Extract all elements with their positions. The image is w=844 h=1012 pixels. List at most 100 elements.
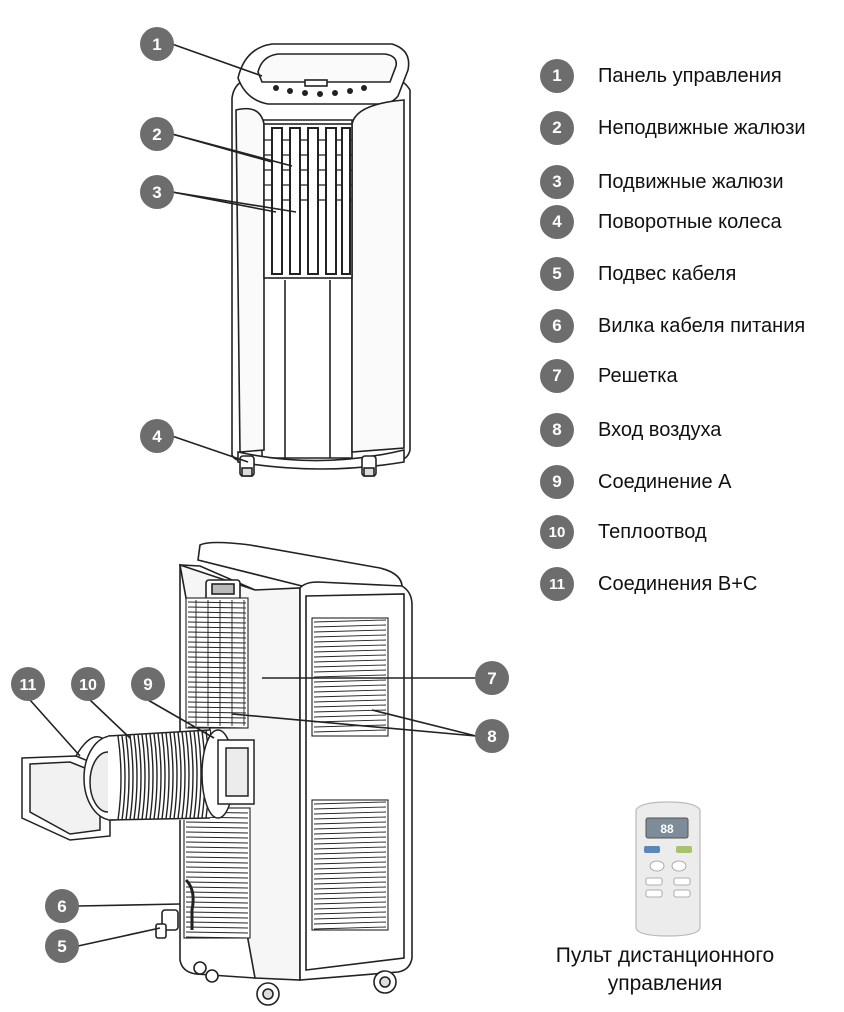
grille-line [313,644,387,648]
grille-line [187,706,247,709]
grille-line [313,906,387,910]
grille-line [187,611,247,614]
legend-item-10: 10 Теплоотвод [540,514,707,550]
badge-9: 9 [131,667,165,701]
grille-line [187,626,247,629]
grille-line [313,851,387,855]
grille-line [187,601,247,604]
grille-line [187,696,247,699]
grille-line [185,851,249,854]
legend-badge: 3 [540,165,574,199]
grille-line [313,911,387,915]
grille-line [187,651,247,654]
grille-line [313,801,387,805]
legend-label: Соединения В+С [598,572,758,595]
grille-line [185,906,249,909]
legend-badge: 4 [540,205,574,239]
badge-5: 5 [45,929,79,963]
grille-line [313,699,387,703]
grille-line [313,724,387,728]
grille-line [313,684,387,688]
legend-item-3: 3 Подвижные жалюзи [540,164,784,200]
grille-line [313,836,387,840]
grille-line [185,826,249,829]
grille-line [187,631,247,634]
grille-line [185,911,249,914]
grille-line [185,886,249,889]
grille-line [313,821,387,825]
hose-rib [125,735,130,820]
legend-badge: 8 [540,413,574,447]
grille-line [313,674,387,678]
legend-item-7: 7 Решетка [540,358,678,394]
grille-line [313,634,387,638]
grille-line [313,856,387,860]
badge-3: 3 [140,175,174,209]
badge-10: 10 [71,667,105,701]
badge-4: 4 [140,419,174,453]
hose-rib [165,732,170,820]
legend-item-5: 5 Подвес кабеля [540,256,736,292]
legend-badge: 11 [540,567,574,601]
legend-badge: 5 [540,257,574,291]
grille-line [313,921,387,925]
grille-line [313,866,387,870]
legend-item-4: 4 Поворотные колеса [540,204,782,240]
badge-3-text: 3 [152,183,161,202]
grille-line [313,714,387,718]
grille-line [313,811,387,815]
grille-line [185,866,249,869]
grille-line [187,701,247,704]
grille-line [187,686,247,689]
grille-line [313,664,387,668]
badge-8-text: 8 [487,727,496,746]
grille-line [313,669,387,673]
legend-item-1: 1 Панель управления [540,58,782,94]
grille-line [185,831,249,834]
grille-line [313,846,387,850]
legend-badge: 7 [540,359,574,393]
grille-line [185,871,249,874]
grille-line [313,619,387,623]
legend-label: Поворотные колеса [598,210,782,233]
back-view-unit [155,541,413,1006]
hose-rib [169,732,174,819]
grille-line [187,676,247,679]
remote-caption: Пульт дистанционного управления [530,942,800,998]
badge-9-text: 9 [143,675,152,694]
badge-7-text: 7 [487,669,496,688]
grille-line [313,926,387,930]
grille-line [187,641,247,644]
grille-line [313,659,387,663]
grille-line [185,881,249,884]
grille-line [187,726,247,729]
hose-rib [149,733,154,820]
hose-rib [193,730,198,819]
grille-line [313,694,387,698]
grille-line [313,891,387,895]
grille-line [185,916,249,919]
grille-line [187,671,247,674]
legend-badge: 6 [540,309,574,343]
grille-line [313,841,387,845]
grille-line [185,846,249,849]
badge-2: 2 [140,117,174,151]
grille-line [187,691,247,694]
legend-label: Панель управления [598,64,782,87]
exhaust-hose [21,729,255,841]
grille-line [185,891,249,894]
grille-line [185,841,249,844]
legend-badge: 2 [540,111,574,145]
grille-line [313,689,387,693]
grille-line [187,621,247,624]
grille-line [313,901,387,905]
grille-line [313,826,387,830]
hose-rib [141,734,146,820]
grille-line [313,729,387,733]
badge-2-text: 2 [152,125,161,144]
leader-lines [29,43,477,947]
hose-rib [181,731,186,819]
grille-line [313,679,387,683]
legend-label: Соединение А [598,470,732,493]
